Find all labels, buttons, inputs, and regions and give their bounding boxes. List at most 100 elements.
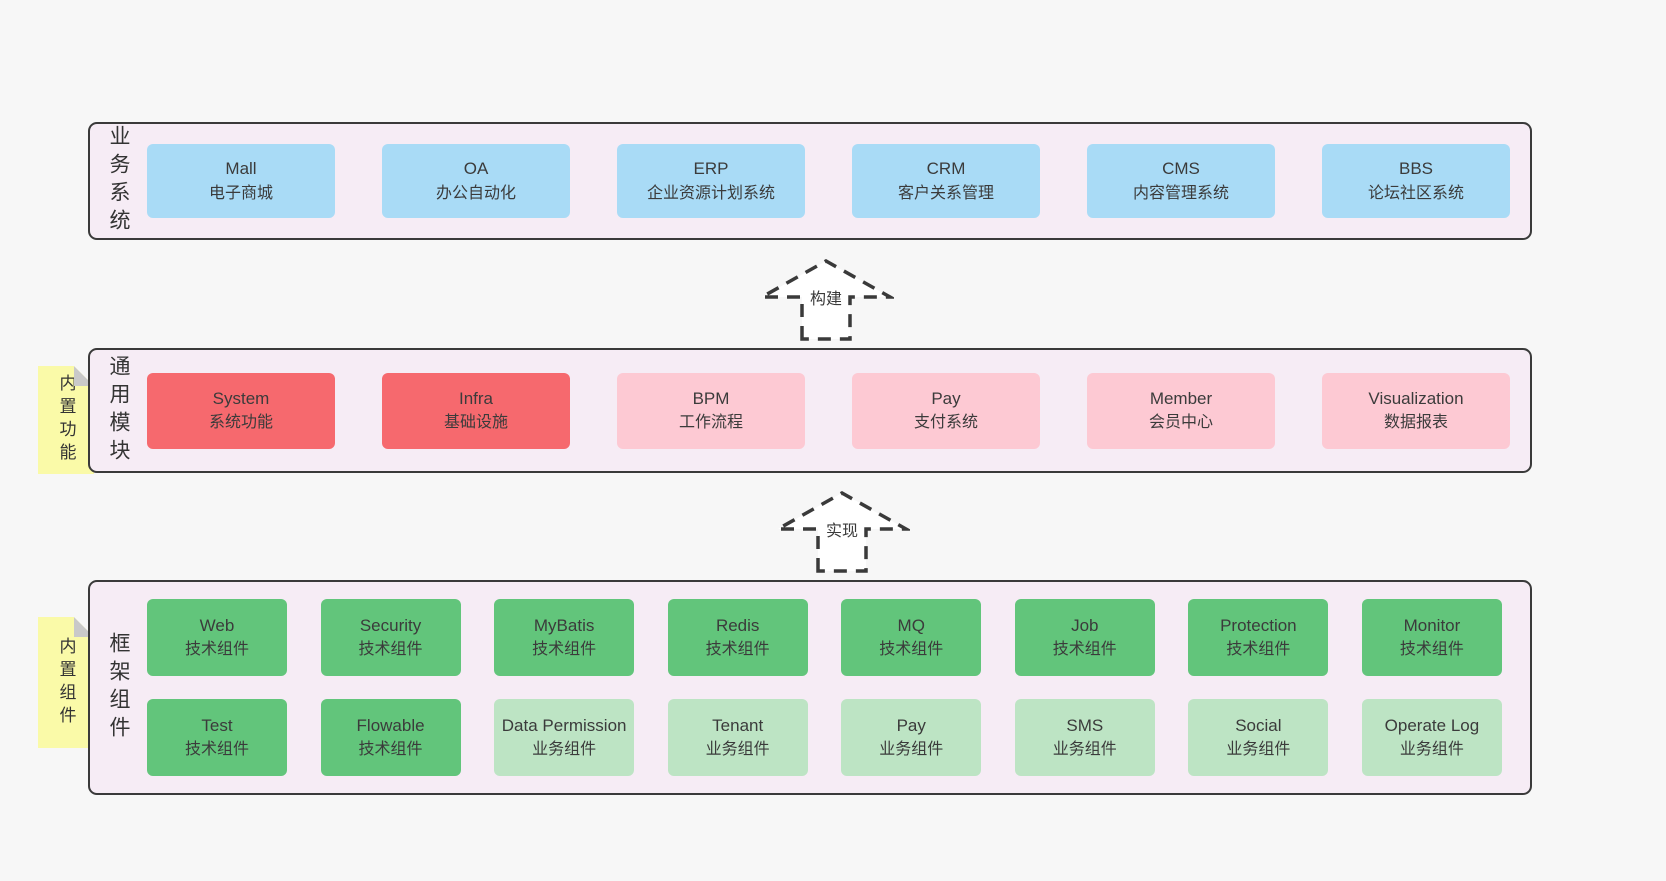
box-row-business: Test 技术组件 Flowable 技术组件 Data Permission … [147, 699, 1502, 776]
box-web: Web 技术组件 [147, 599, 287, 676]
band-content: System 系统功能 Infra 基础设施 BPM 工作流程 Pay 支付系统… [147, 350, 1530, 471]
box-subtitle: 业务组件 [1226, 741, 1291, 759]
box-mybatis: MyBatis 技术组件 [494, 599, 635, 676]
box-bbs: BBS 论坛社区系统 [1322, 144, 1510, 218]
band-label-framework-components: 框架组件 [107, 631, 130, 744]
sticky-note-label: 内置功能 [56, 374, 76, 466]
box-job: Job 技术组件 [1014, 599, 1155, 676]
box-mall: Mall 电子商城 [147, 144, 335, 218]
box-social: Social 业务组件 [1188, 699, 1329, 776]
box-title: CMS [1162, 159, 1200, 179]
box-subtitle: 技术组件 [532, 641, 597, 659]
box-title: Visualization [1368, 388, 1464, 408]
box-subtitle: 业务组件 [879, 741, 944, 759]
box-title: OA [463, 159, 489, 179]
box-title: BBS [1398, 159, 1434, 179]
box-subtitle: 业务组件 [705, 741, 770, 759]
box-pay-component: Pay 业务组件 [841, 699, 982, 776]
band-label-column: 框架组件 [90, 582, 147, 793]
arrow-implement: 实现 [774, 489, 910, 573]
box-title: Member [1149, 388, 1213, 408]
sticky-note-label: 内置组件 [56, 636, 76, 729]
box-subtitle: 论坛社区系统 [1367, 184, 1464, 202]
box-title: Security [359, 615, 422, 635]
box-title: Tenant [712, 715, 764, 735]
box-title: CRM [926, 159, 966, 179]
box-subtitle: 技术组件 [184, 741, 249, 759]
box-pay-system: Pay 支付系统 [852, 372, 1040, 449]
band-common-modules: 通用模块 System 系统功能 Infra 基础设施 BPM 工作流程 Pay… [88, 348, 1532, 473]
box-subtitle: 办公自动化 [435, 184, 516, 202]
band-business-systems: 业务系统 Mall 电子商城 OA 办公自动化 ERP 企业资源计划系统 CRM… [88, 122, 1532, 240]
box-subtitle: 技术组件 [358, 641, 423, 659]
box-subtitle: 业务组件 [532, 741, 597, 759]
box-system: System 系统功能 [147, 372, 335, 449]
box-mq: MQ 技术组件 [841, 599, 982, 676]
box-subtitle: 业务组件 [1052, 741, 1117, 759]
box-bpm: BPM 工作流程 [617, 372, 805, 449]
box-flowable: Flowable 技术组件 [320, 699, 461, 776]
box-subtitle: 工作流程 [678, 414, 743, 432]
box-oa: OA 办公自动化 [382, 144, 570, 218]
box-erp: ERP 企业资源计划系统 [617, 144, 805, 218]
box-row: Mall 电子商城 OA 办公自动化 ERP 企业资源计划系统 CRM 客户关系… [147, 144, 1510, 218]
box-title: SMS [1066, 715, 1104, 735]
box-title: Web [199, 615, 235, 635]
box-cms: CMS 内容管理系统 [1087, 144, 1275, 218]
box-title: Pay [931, 388, 961, 408]
box-title: Flowable [356, 715, 425, 735]
box-tenant: Tenant 业务组件 [667, 699, 808, 776]
box-title: MyBatis [533, 615, 595, 635]
box-monitor: Monitor 技术组件 [1361, 599, 1502, 676]
box-subtitle: 基础设施 [443, 414, 508, 432]
sticky-note-builtin-components: 内置组件 [38, 617, 94, 748]
box-title: Pay [896, 715, 926, 735]
box-subtitle: 客户关系管理 [897, 184, 994, 202]
box-row-tech: Web 技术组件 Security 技术组件 MyBatis 技术组件 Redi… [147, 599, 1502, 676]
box-title: Operate Log [1384, 715, 1480, 735]
box-title: BPM [692, 388, 730, 408]
box-redis: Redis 技术组件 [667, 599, 808, 676]
box-subtitle: 技术组件 [358, 741, 423, 759]
box-subtitle: 内容管理系统 [1132, 184, 1229, 202]
band-label-common-modules: 通用模块 [107, 354, 130, 467]
box-subtitle: 企业资源计划系统 [646, 184, 775, 202]
box-title: Job [1071, 615, 1099, 635]
box-title: Infra [458, 388, 494, 408]
box-subtitle: 电子商城 [208, 184, 273, 202]
band-content: Web 技术组件 Security 技术组件 MyBatis 技术组件 Redi… [147, 582, 1530, 793]
box-subtitle: 技术组件 [1399, 641, 1464, 659]
box-test: Test 技术组件 [147, 699, 287, 776]
arrow-implement-label: 实现 [822, 516, 862, 542]
box-title: Data Permission [501, 715, 627, 735]
arrow-build-label: 构建 [806, 284, 846, 310]
box-visualization: Visualization 数据报表 [1322, 372, 1510, 449]
box-subtitle: 技术组件 [1052, 641, 1117, 659]
box-subtitle: 数据报表 [1383, 414, 1448, 432]
box-title: Protection [1220, 615, 1297, 635]
box-protection: Protection 技术组件 [1188, 599, 1329, 676]
band-framework-components: 框架组件 Web 技术组件 Security 技术组件 MyBatis 技术组件… [88, 580, 1532, 795]
box-title: ERP [693, 159, 729, 179]
box-subtitle: 系统功能 [208, 414, 273, 432]
box-infra: Infra 基础设施 [382, 372, 570, 449]
box-title: Test [201, 715, 233, 735]
box-operate-log: Operate Log 业务组件 [1361, 699, 1502, 776]
arrow-build: 构建 [758, 257, 894, 341]
box-data-permission: Data Permission 业务组件 [494, 699, 635, 776]
sticky-note-builtin-features: 内置功能 [38, 366, 94, 474]
box-subtitle: 业务组件 [1399, 741, 1464, 759]
box-sms: SMS 业务组件 [1014, 699, 1155, 776]
box-title: Mall [225, 159, 257, 179]
band-label-column: 业务系统 [90, 124, 147, 238]
band-label-column: 通用模块 [90, 350, 147, 471]
box-title: Monitor [1403, 615, 1461, 635]
band-content: Mall 电子商城 OA 办公自动化 ERP 企业资源计划系统 CRM 客户关系… [147, 124, 1530, 238]
box-security: Security 技术组件 [320, 599, 461, 676]
box-subtitle: 技术组件 [705, 641, 770, 659]
box-subtitle: 技术组件 [1226, 641, 1291, 659]
box-member: Member 会员中心 [1087, 372, 1275, 449]
box-subtitle: 支付系统 [913, 414, 978, 432]
box-row: System 系统功能 Infra 基础设施 BPM 工作流程 Pay 支付系统… [147, 372, 1510, 449]
box-subtitle: 技术组件 [879, 641, 944, 659]
